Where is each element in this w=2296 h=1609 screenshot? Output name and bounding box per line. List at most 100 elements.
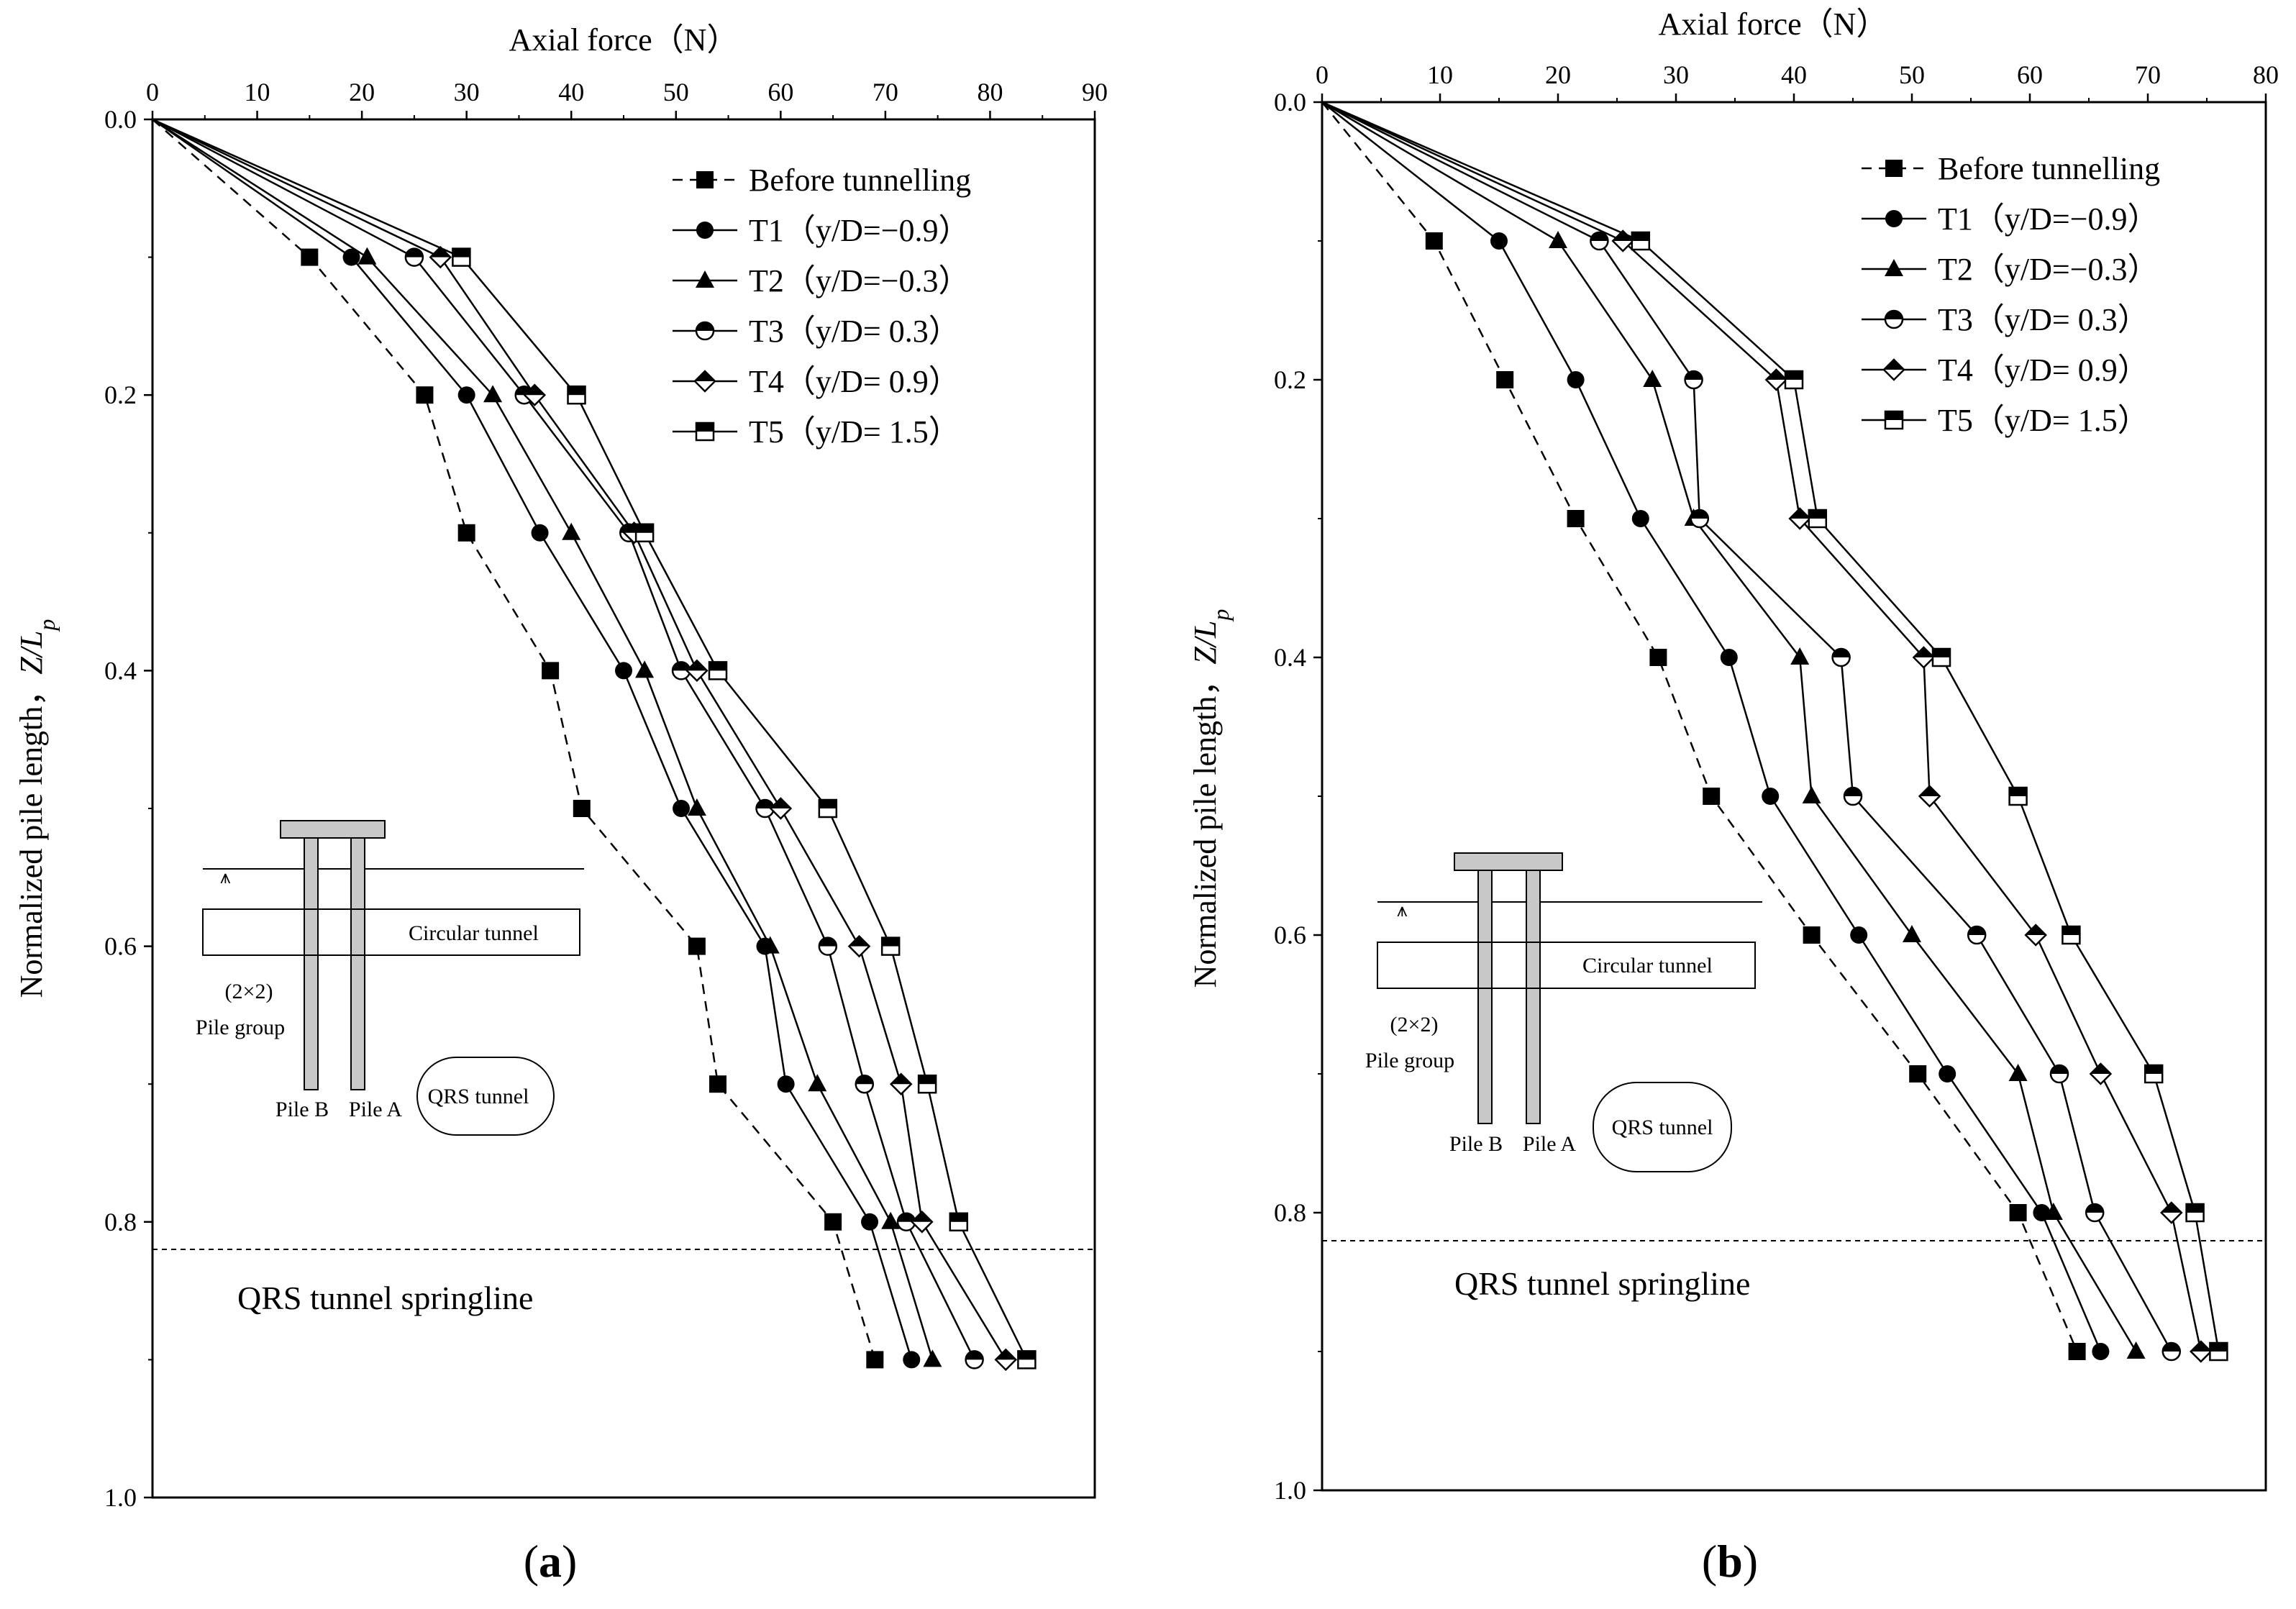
series-3	[1321, 101, 2182, 1362]
data-point	[769, 797, 793, 820]
legend-label: T5（y/D= 1.5）	[1938, 403, 2149, 438]
x-tick-label: 40	[1781, 60, 1807, 89]
legend-label: T3（y/D= 0.3）	[1938, 302, 2149, 337]
pile-cap	[280, 820, 386, 839]
data-point	[688, 937, 706, 955]
data-point	[452, 247, 471, 267]
legend-entry: T5（y/D= 1.5）	[1862, 403, 2149, 438]
data-point	[573, 800, 591, 817]
x-tick-label: 20	[349, 78, 375, 106]
qrs-tunnel-label: QRS tunnel	[1612, 1116, 1713, 1139]
data-point	[1788, 507, 1811, 530]
data-point	[1843, 786, 1863, 806]
data-point	[2185, 1203, 2205, 1223]
y-tick-label: 0.4	[104, 656, 137, 685]
series-line	[152, 119, 876, 1360]
y-tick-label: 0.8	[1274, 1198, 1306, 1227]
data-point	[483, 385, 503, 403]
data-point	[1831, 647, 1851, 667]
data-point	[855, 1074, 875, 1094]
data-point	[881, 1211, 901, 1229]
data-point	[2161, 1341, 2182, 1362]
legend-label: T3（y/D= 0.3）	[749, 314, 960, 349]
series-line	[1321, 101, 2220, 1352]
legend-label: T1（y/D=−0.9）	[1938, 201, 2159, 237]
data-point	[416, 386, 434, 404]
data-point	[2062, 925, 2081, 945]
data-point	[404, 247, 424, 267]
series-5	[1321, 101, 2228, 1362]
legend: Before tunnellingT1（y/D=−0.9）T2（y/D=−0.3…	[673, 163, 971, 450]
data-point	[866, 1351, 884, 1369]
legend-label: T1（y/D=−0.9）	[749, 213, 970, 248]
pile-group-label-2: Pile group	[196, 1016, 285, 1039]
legend-marker	[696, 171, 714, 188]
legend-entry: T1（y/D=−0.9）	[673, 213, 970, 248]
circular-tunnel-label: Circular tunnel	[409, 921, 539, 945]
y-tick-label: 0.4	[1274, 643, 1306, 672]
pile-group-label-1: (2×2)	[1390, 1013, 1439, 1036]
data-point	[1912, 646, 1936, 669]
springline-label: QRS tunnel springline	[237, 1280, 533, 1316]
data-point	[1567, 510, 1585, 527]
data-point	[923, 1349, 942, 1367]
y-tick-label: 1.0	[1274, 1476, 1306, 1505]
x-tick-label: 0	[146, 78, 159, 106]
data-point	[1631, 231, 1651, 251]
series-4	[1321, 101, 2213, 1363]
series-2	[152, 118, 942, 1367]
y-tick-label: 0.0	[104, 105, 137, 134]
legend-entry: T5（y/D= 1.5）	[673, 414, 960, 450]
qrs-tunnel-label: QRS tunnel	[428, 1085, 529, 1108]
data-point	[671, 661, 691, 680]
y-tick-label: 0.8	[104, 1208, 137, 1236]
y-tick-label: 0.6	[1274, 921, 1306, 949]
ground-symbol: ⩚	[220, 867, 231, 888]
data-point	[818, 936, 838, 956]
data-point	[1496, 371, 1514, 388]
data-point	[1703, 788, 1721, 805]
legend-label: Before tunnelling	[1938, 151, 2160, 186]
pile-group-label-1: (2×2)	[225, 980, 273, 1003]
legend-marker	[1884, 410, 1904, 430]
data-point	[880, 936, 901, 956]
data-point	[1903, 925, 1921, 942]
legend-marker	[696, 270, 714, 288]
series-line	[1321, 101, 2202, 1352]
data-point	[1802, 786, 1821, 803]
circular-tunnel-box	[202, 908, 580, 956]
y-axis-title: Normalized pile length，Z/Lp	[14, 619, 60, 998]
x-tick-label: 60	[767, 78, 793, 106]
data-point	[1931, 647, 1951, 667]
x-axis-title: Axial force（N）	[509, 22, 739, 58]
data-point	[1909, 1065, 1927, 1082]
legend-label: T4（y/D= 0.9）	[749, 364, 960, 399]
legend-entry: T1（y/D=−0.9）	[1862, 201, 2159, 237]
series-3	[152, 118, 984, 1369]
data-point	[1684, 370, 1703, 390]
x-tick-label: 70	[873, 78, 898, 106]
data-point	[2089, 1062, 2113, 1085]
x-tick-label: 50	[663, 78, 689, 106]
data-point	[1784, 370, 1804, 390]
legend-entry: T3（y/D= 0.3）	[1862, 302, 2149, 337]
data-point	[709, 1075, 726, 1093]
x-tick-label: 50	[1899, 60, 1925, 89]
legend-entry: Before tunnelling	[673, 163, 971, 198]
legend: Before tunnellingT1（y/D=−0.9）T2（y/D=−0.3…	[1862, 151, 2160, 438]
data-point	[1762, 788, 1780, 805]
data-point	[567, 385, 586, 405]
x-tick-label: 80	[2253, 60, 2279, 89]
ground-symbol: ⩚	[1397, 900, 1408, 921]
data-point	[2144, 1064, 2164, 1084]
data-point	[1549, 231, 1567, 248]
data-point	[777, 1075, 795, 1093]
series-0	[1321, 101, 2086, 1360]
y-tick-label: 0.2	[104, 380, 137, 409]
x-tick-label: 20	[1545, 60, 1571, 89]
legend-marker	[695, 421, 715, 442]
x-axis-title: Axial force（N）	[1659, 6, 1888, 42]
data-point	[2049, 1064, 2069, 1084]
x-tick-label: 80	[977, 78, 1003, 106]
